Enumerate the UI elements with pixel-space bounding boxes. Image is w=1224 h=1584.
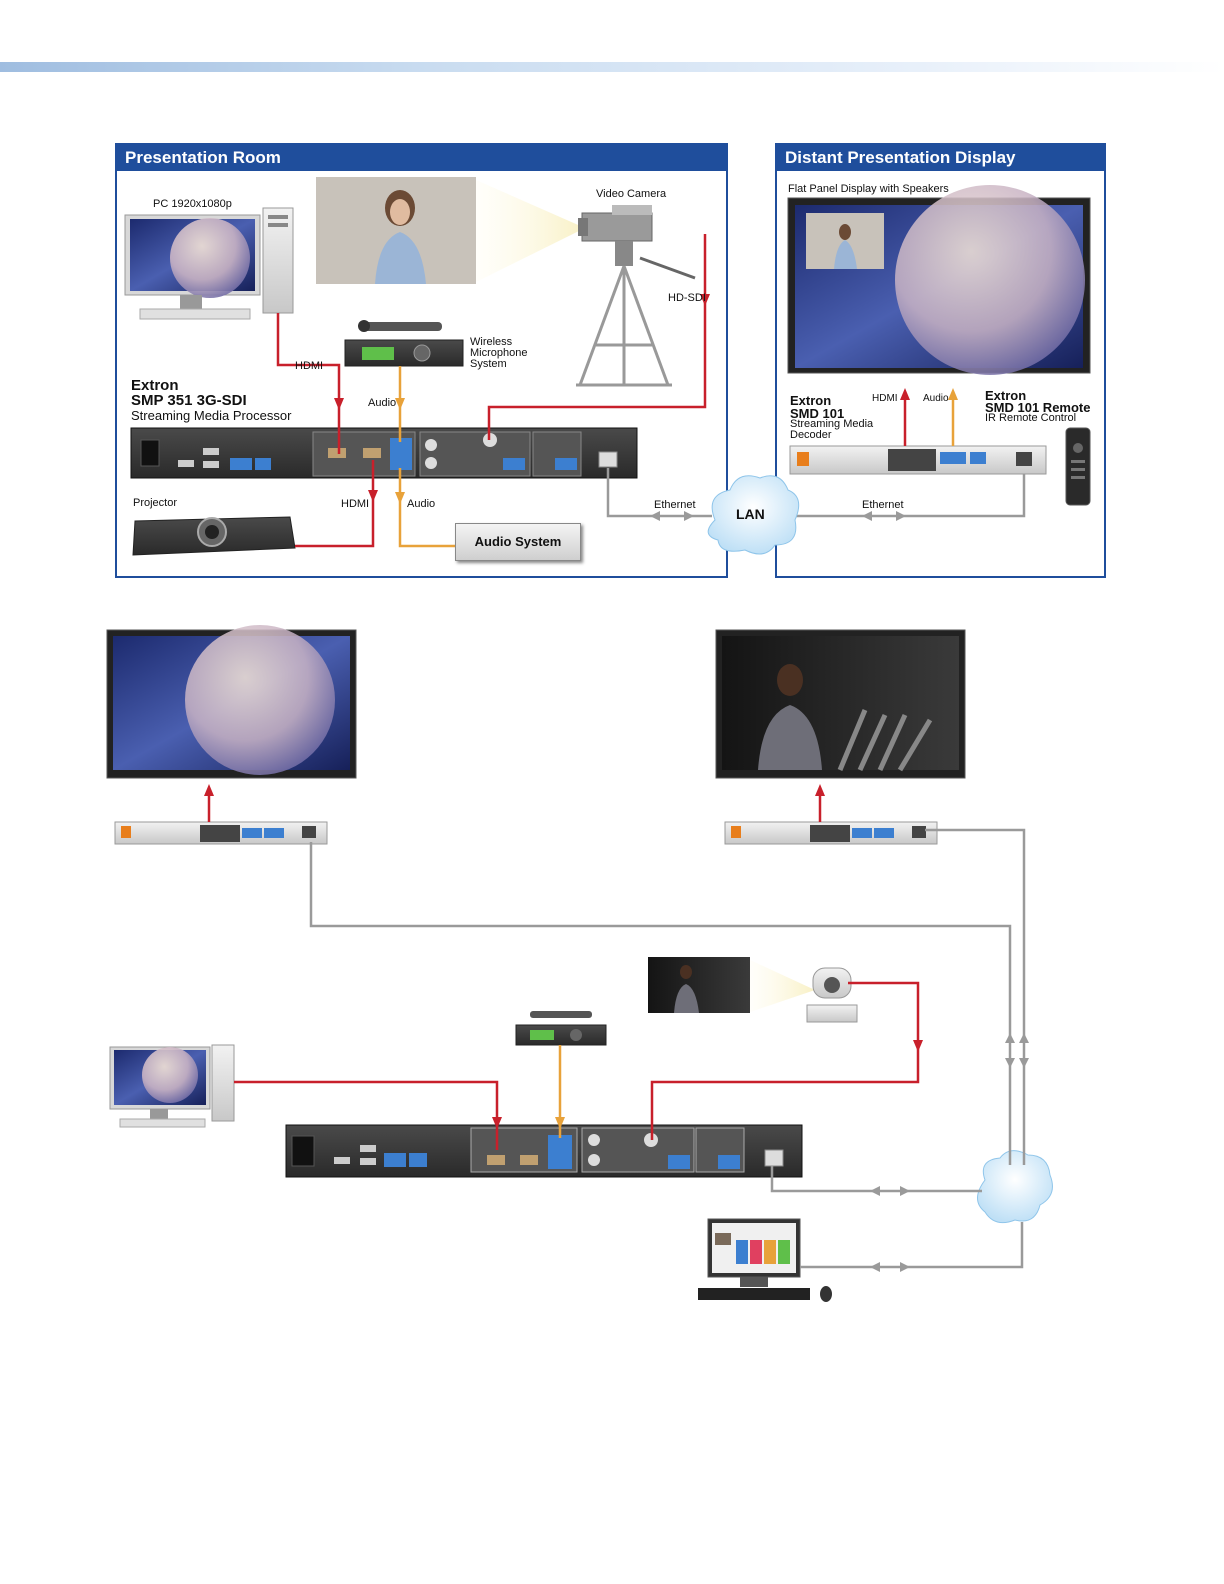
decoder-model: SMD 101 [790, 406, 845, 421]
bottom-right-display [715, 629, 966, 779]
speaker-scene [648, 957, 750, 1013]
bottom-left-display [106, 625, 357, 779]
lan-cloud-icon [707, 475, 800, 555]
pc-label: PC 1920x1080p [153, 198, 232, 210]
bottom-cloud-icon [977, 1150, 1053, 1224]
ethernet-arrows-top [650, 511, 906, 521]
decoder-cables [900, 388, 958, 446]
ptz-beam [750, 960, 815, 1012]
smp-351-processor [130, 427, 638, 479]
tripod [576, 265, 672, 387]
mic-label-1: Wireless [470, 336, 513, 348]
bottom-ethernet-cables [309, 828, 1026, 1269]
mic-label-2: Microphone [470, 347, 528, 359]
decoder-hdmi-label: HDMI [872, 393, 898, 404]
processor-brand: Extron [131, 377, 179, 394]
pc-monitor [124, 214, 261, 320]
bottom-red-arrowheads [492, 1040, 923, 1129]
ethernet-label-right: Ethernet [862, 499, 904, 511]
top-accent-bar [0, 62, 1224, 72]
processor-desc: Streaming Media Processor [131, 408, 292, 423]
mic-receiver [344, 339, 464, 367]
pc-tower [262, 207, 294, 314]
smd-101-decoder [789, 445, 1047, 475]
remote-brand: Extron [985, 388, 1027, 403]
bottom-smp-processor [285, 1124, 803, 1178]
bottom-mic [515, 1011, 607, 1046]
ir-remote-icon [1065, 427, 1091, 506]
remote-model: SMD 101 Remote [985, 400, 1091, 415]
bottom-right-decoder [724, 821, 938, 845]
ethernet-label-left: Ethernet [654, 499, 696, 511]
arrowheads-orange-top [395, 398, 405, 504]
arrowheads-red-top [334, 294, 710, 502]
processor-model: SMP 351 3G-SDI [131, 392, 247, 409]
bottom-pc [109, 1044, 235, 1128]
hdmi-in-label: HDMI [295, 360, 324, 372]
ptz-camera [806, 967, 858, 1023]
decoder-audio-label: Audio [923, 393, 949, 404]
remote-desc: IR Remote Control [985, 412, 1077, 424]
camera-label: Video Camera [596, 188, 667, 200]
audio-in-label: Audio [368, 397, 397, 409]
presentation-room-title: Presentation Room [117, 145, 726, 171]
display-label: Flat Panel Display with Speakers [788, 183, 949, 195]
presenter-photo [316, 177, 476, 284]
bottom-display-hdmi-arrows [204, 784, 825, 822]
decoder-brand: Extron [790, 393, 832, 408]
projector [132, 516, 296, 556]
distant-display-title: Distant Presentation Display [777, 145, 1104, 171]
lan-label: LAN [736, 506, 765, 522]
bottom-ethernet-arrows [870, 1033, 1029, 1272]
bottom-audio-cable [555, 1045, 565, 1138]
hdmi-out-label: HDMI [341, 498, 370, 510]
flat-panel-display [787, 185, 1091, 375]
audio-system-box: Audio System [455, 523, 581, 561]
decoder-desc-2: Decoder [790, 429, 832, 441]
hdsdi-label: HD-SDI [668, 292, 706, 304]
camera-beam [476, 180, 585, 282]
audio-out-label: Audio [407, 498, 436, 510]
projector-label: Projector [133, 497, 178, 509]
decoder-desc-1: Streaming Media [790, 418, 874, 430]
microphone-icon [358, 320, 442, 332]
mic-label-3: System [470, 358, 507, 370]
video-camera [578, 205, 696, 280]
bottom-workstation [698, 1218, 832, 1302]
bottom-left-decoder [114, 821, 328, 845]
